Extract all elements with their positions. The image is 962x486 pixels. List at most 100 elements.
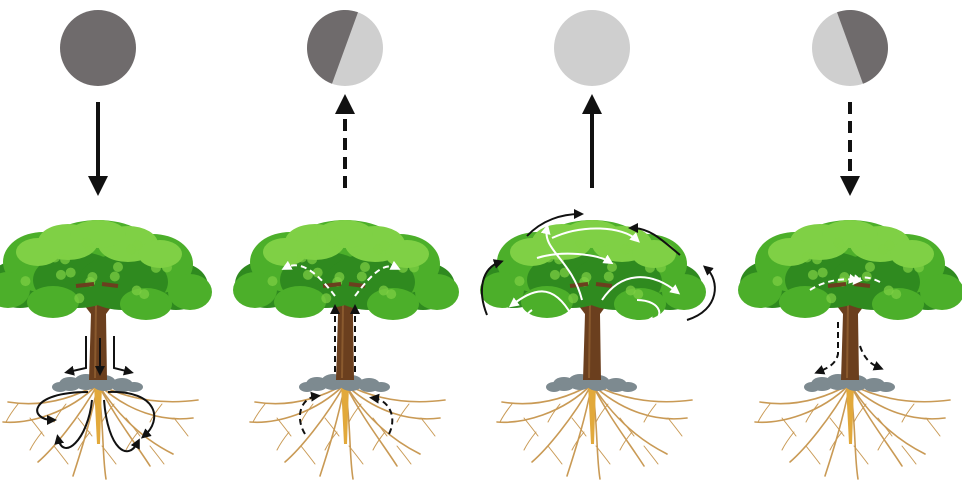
leaf-highlight [862,272,872,282]
foliage-clump [920,274,962,310]
trunk-highlight [589,304,590,378]
leaf-highlight [132,286,142,296]
rootlet [174,418,188,436]
rootlet [782,432,794,450]
sap-down-arrow-icon [68,336,86,372]
leaf-highlight [331,243,341,253]
canopy [480,220,706,320]
foliage-clump [317,220,373,248]
foliage-clump [890,240,934,268]
leaf-highlight [914,263,924,273]
moon-disc [60,10,136,86]
panel-waning [738,10,962,479]
foliage-clump [564,220,620,248]
leaf-highlight [162,263,172,273]
rootlet [620,432,632,450]
leaf-highlight [334,272,344,282]
rootlet [926,418,940,436]
leaf-highlight [514,276,524,286]
leaf-highlight [607,262,617,272]
foliage-clump [168,274,212,310]
leaf-highlight [581,272,591,282]
rootlet [421,418,435,436]
leaf-highlight [818,268,828,278]
foliage-clump [662,274,706,310]
leaf-highlight [578,243,588,253]
root-strand [825,384,850,476]
leaf-highlight [836,243,846,253]
moon-icon [554,10,630,86]
leaf-highlight [321,293,331,303]
foliage-clump [415,274,459,310]
rootlet [524,418,538,436]
rootlet [30,432,42,450]
leaf-highlight [66,268,76,278]
moon-icon [307,10,383,86]
stone [546,382,562,392]
stone [619,382,637,392]
rootlet [397,404,409,422]
root-strand [73,384,98,476]
leaf-highlight [645,263,655,273]
leaf-highlight [604,272,614,282]
stone [52,382,68,392]
trunk-highlight [342,304,343,378]
moon-disc [554,10,630,86]
rootlet [500,404,512,422]
leaf-highlight [297,252,307,262]
leaf-highlight [110,272,120,282]
panel-new-moon [0,10,212,479]
rootlet [277,432,289,450]
tree-illustration [0,220,212,479]
rootlet [854,404,866,422]
stone [372,382,390,392]
leaf-highlight [87,272,97,282]
leaf-highlight [74,293,84,303]
rootlet [253,404,265,422]
rootlet [548,446,562,464]
rootlet [524,432,536,450]
leaf-highlight [357,272,367,282]
leaf-highlight [865,262,875,272]
sap-down-arrow-icon [114,336,130,372]
leaf-highlight [307,254,317,264]
foliage-clump [138,240,182,268]
stone [804,382,820,392]
leaf-highlight [626,286,636,296]
rootlet [782,418,796,436]
rootlet [596,404,608,422]
leaf-highlight [151,263,161,273]
rootlet [373,432,385,450]
tree-illustration [738,220,962,479]
trunk-highlight [847,304,848,378]
leaf-highlight [884,286,894,296]
tree-illustration [233,220,459,479]
tap-root [341,384,349,444]
rootlet [668,418,682,436]
leaf-highlight [398,263,408,273]
stone [877,382,895,392]
leaf-highlight [379,286,389,296]
tree-illustration [480,220,706,479]
rootlet [301,446,315,464]
moon-icon [812,10,888,86]
sap-down-arrow-icon [860,346,880,368]
tap-root [94,384,102,444]
foliage-clump [779,286,831,318]
rootlet [878,432,890,450]
rootlet [6,404,18,422]
canopy [0,220,212,320]
rootlet [758,404,770,422]
foliage-clump [822,220,878,248]
leaf-highlight [20,276,30,286]
rootlet [126,432,138,450]
foliage-clump [27,286,79,318]
leaf-highlight [113,262,123,272]
leaf-highlight [812,254,822,264]
leaf-highlight [903,263,913,273]
leaf-highlight [808,270,818,280]
stone [299,382,315,392]
rootlet [349,404,361,422]
rootlet [902,404,914,422]
